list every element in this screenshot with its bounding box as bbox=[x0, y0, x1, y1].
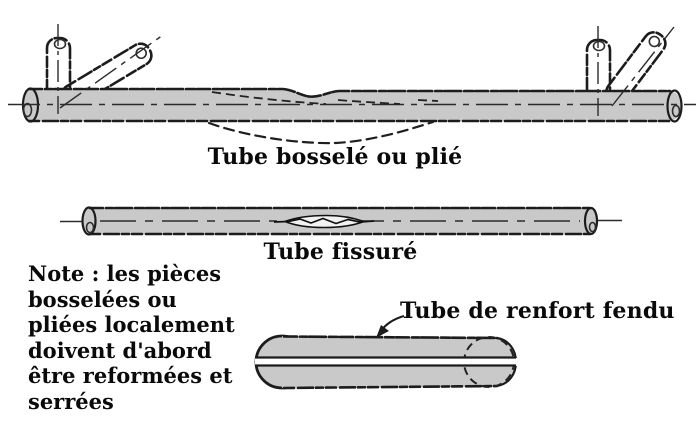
tube-top-edge bbox=[282, 335, 499, 340]
cracked-tube-label: Tube fissuré bbox=[263, 239, 418, 265]
dented-tube-diagram bbox=[8, 24, 696, 145]
cracked-tube-diagram bbox=[60, 206, 622, 236]
crack bbox=[273, 214, 375, 229]
stub-tube-open-end bbox=[135, 47, 148, 60]
stub-tube-open-end bbox=[592, 40, 606, 52]
split-gap bbox=[255, 358, 517, 366]
main-tube-right-cap bbox=[666, 89, 683, 123]
main-tube-right-open-end bbox=[671, 104, 681, 118]
callout-arrowhead bbox=[376, 325, 389, 338]
dent-crease-marks bbox=[211, 91, 439, 105]
tube-left-cap bbox=[81, 206, 97, 236]
main-tube-top-edge bbox=[27, 87, 672, 99]
dented-tube-label: Tube bosselé ou plié bbox=[207, 144, 463, 170]
crack-jagged-line bbox=[273, 217, 375, 225]
split-reinforcement-tube-label: Tube de renfort fendu bbox=[400, 298, 675, 324]
stub-tube-open-end bbox=[648, 35, 661, 48]
bent-deformation-outline bbox=[207, 120, 435, 145]
split-reinforcement-tube-diagram bbox=[254, 314, 518, 390]
stub-tube-open-end bbox=[53, 38, 67, 50]
tube-bottom-edge bbox=[282, 384, 499, 390]
note-text: Note : les pièces bosselées ou pliées lo… bbox=[28, 261, 235, 414]
left-diagonal-centerline bbox=[59, 34, 164, 109]
tube-left-open-end bbox=[85, 221, 95, 234]
tube-right-open-end bbox=[588, 221, 597, 233]
right-diagonal-centerline bbox=[611, 26, 675, 107]
tube-right-cap bbox=[583, 206, 599, 236]
main-tube-left-open-end bbox=[22, 102, 33, 118]
